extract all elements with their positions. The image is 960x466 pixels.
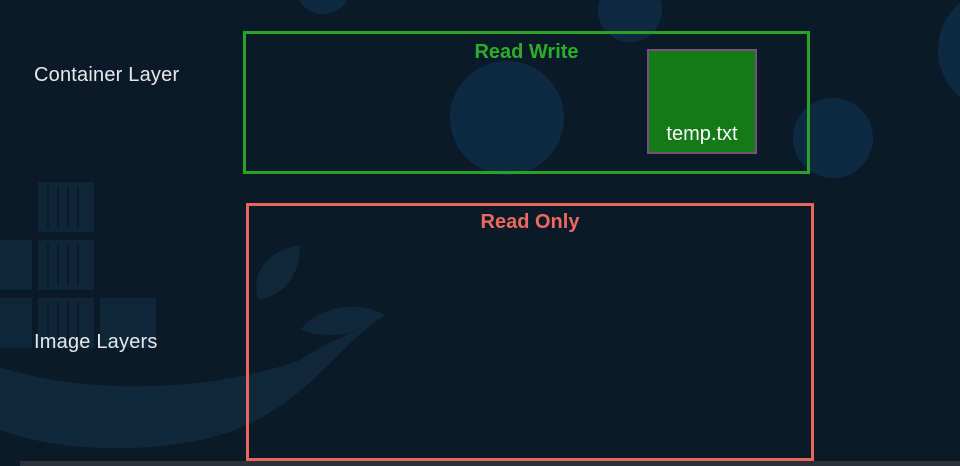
container-layer-label: Container Layer <box>34 64 180 86</box>
decor-whale <box>0 320 380 449</box>
decor-bubble <box>793 98 873 178</box>
bottom-bar <box>20 461 960 466</box>
decor-leaf <box>256 245 300 300</box>
image-layers-label: Image Layers <box>34 331 158 353</box>
read-write-layer-box: Read Write temp.txt <box>243 31 810 174</box>
temp-file-label: temp.txt <box>666 123 738 145</box>
read-only-title: Read Only <box>480 211 580 233</box>
read-write-title: Read Write <box>474 41 579 63</box>
decor-leaf <box>300 306 385 335</box>
decor-bubble <box>298 0 348 14</box>
read-only-layer-box: Read Only <box>246 203 814 461</box>
decor-bubble <box>450 61 564 175</box>
decor-bubble <box>938 2 960 98</box>
decor-container-lines <box>47 186 79 344</box>
temp-file-block: temp.txt <box>647 49 757 154</box>
